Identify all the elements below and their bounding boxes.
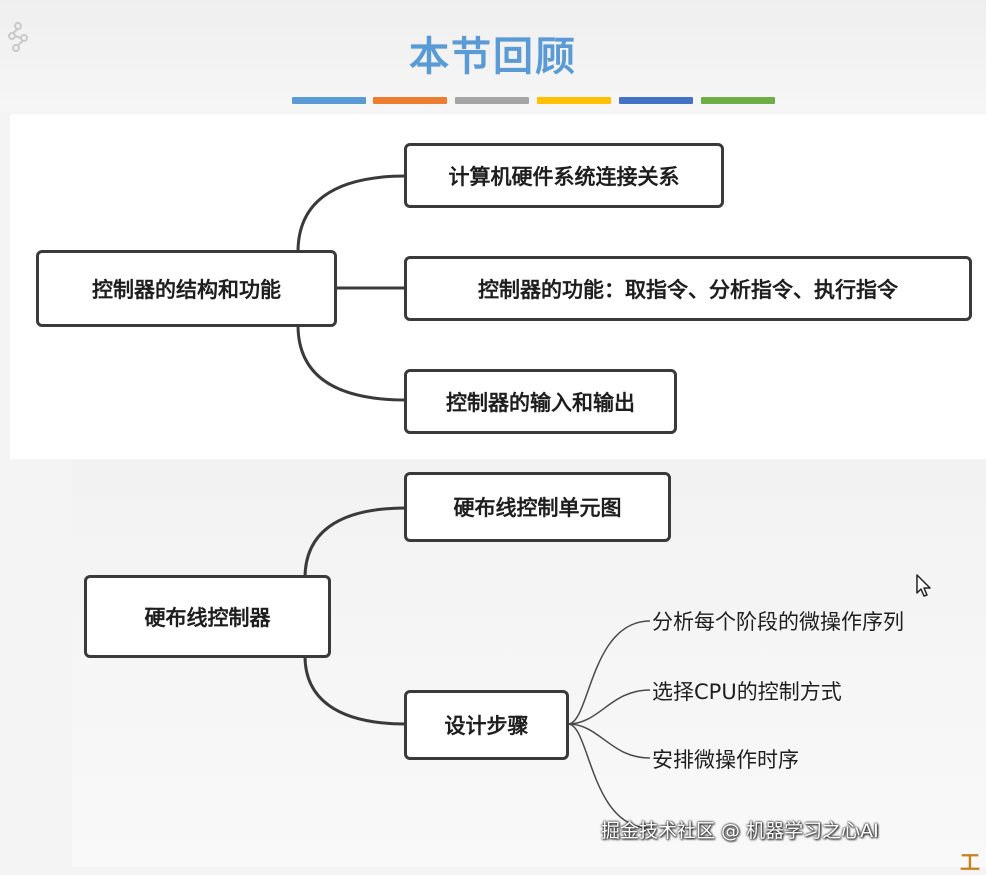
color-bar <box>701 97 775 104</box>
color-bar <box>455 97 529 104</box>
connector-line <box>567 723 651 759</box>
connector-line <box>296 324 407 402</box>
node-controller-structure: 控制器的结构和功能 <box>36 250 337 327</box>
connector-line <box>567 689 651 725</box>
edge-fragment-text: 工 <box>960 850 980 874</box>
node-hardwired-unit-diagram: 硬布线控制单元图 <box>404 472 671 542</box>
node-hardwired-controller: 硬布线控制器 <box>84 575 331 658</box>
step-analyze-micro-ops: 分析每个阶段的微操作序列 <box>652 610 904 634</box>
node-controller-functions: 控制器的功能：取指令、分析指令、执行指令 <box>404 256 972 321</box>
step-arrange-timing: 安排微操作时序 <box>652 748 799 772</box>
step-select-control-mode: 选择CPU的控制方式 <box>652 680 842 704</box>
node-design-steps: 设计步骤 <box>404 690 569 760</box>
connector-line <box>303 655 407 726</box>
mouse-cursor-icon <box>916 574 931 597</box>
slide-title: 本节回顾 <box>409 33 577 80</box>
slide-header: 本节回顾 <box>0 0 986 112</box>
color-bar <box>373 97 447 104</box>
node-hardware-connection: 计算机硬件系统连接关系 <box>404 143 724 208</box>
connector-line <box>303 506 407 579</box>
connector-line <box>567 620 651 725</box>
color-bar <box>537 97 611 104</box>
color-bar <box>619 97 693 104</box>
connector-line <box>296 174 407 253</box>
node-controller-io: 控制器的输入和输出 <box>404 369 677 434</box>
connector-line <box>567 723 651 829</box>
color-bar <box>292 97 366 104</box>
corner-graphic-icon <box>8 22 28 52</box>
watermark-text: 掘金技术社区 @ 机器学习之心AI <box>601 820 879 842</box>
